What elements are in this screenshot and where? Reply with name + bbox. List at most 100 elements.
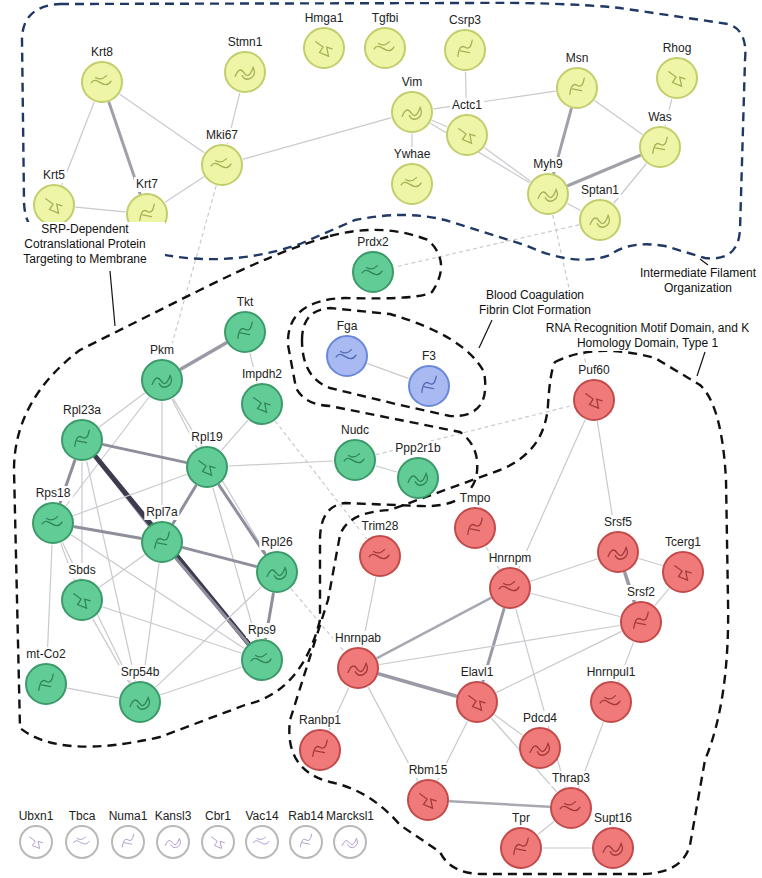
protein-label: Impdh2 bbox=[240, 367, 284, 382]
protein-node: Stmn1 bbox=[215, 35, 275, 93]
cluster-region: SRP-Dependent Cotranslational Protein Ta… bbox=[0, 220, 490, 765]
structure-squiggle bbox=[530, 743, 549, 755]
structure-squiggle bbox=[73, 837, 89, 844]
protein-node: Marcksl1 bbox=[320, 809, 380, 859]
interaction-edge bbox=[495, 715, 522, 735]
structure-icon bbox=[575, 381, 613, 419]
structure-icon bbox=[243, 641, 281, 679]
protein-label: Trim28 bbox=[360, 519, 401, 534]
structure-icon bbox=[410, 367, 448, 405]
protein-circle bbox=[573, 379, 615, 421]
structure-icon bbox=[63, 421, 101, 459]
protein-circle bbox=[224, 51, 266, 93]
structure-icon bbox=[529, 175, 567, 213]
protein-node: Rps9 bbox=[232, 623, 292, 681]
protein-node: Srsf5 bbox=[588, 515, 648, 573]
protein-label: Rhog bbox=[661, 41, 694, 56]
protein-label: Srsf5 bbox=[602, 515, 634, 530]
protein-node: Actc1 bbox=[437, 98, 497, 156]
protein-label: Cbr1 bbox=[203, 809, 233, 824]
protein-circle bbox=[81, 61, 123, 103]
structure-squiggle bbox=[251, 654, 271, 663]
protein-label: Vim bbox=[400, 75, 424, 90]
interaction-edge bbox=[450, 801, 549, 807]
protein-label: Pdcd4 bbox=[521, 711, 559, 726]
interaction-edge bbox=[96, 457, 248, 643]
protein-node: Msn bbox=[547, 51, 607, 109]
protein-label: Rbm15 bbox=[407, 763, 450, 778]
structure-icon bbox=[393, 93, 431, 131]
structure-icon bbox=[328, 337, 366, 375]
protein-circle bbox=[201, 825, 235, 859]
structure-icon bbox=[664, 553, 702, 591]
structure-squiggle bbox=[238, 322, 252, 338]
structure-squiggle bbox=[590, 215, 609, 227]
structure-squiggle bbox=[458, 40, 472, 56]
protein-label: Rpl23a bbox=[61, 403, 103, 418]
protein-node: Prdx2 bbox=[343, 235, 403, 293]
protein-label: Tgfbi bbox=[370, 11, 401, 26]
structure-squiggle bbox=[130, 697, 149, 709]
interaction-edge bbox=[568, 156, 639, 186]
interaction-edge bbox=[222, 421, 248, 451]
protein-circle bbox=[391, 163, 433, 205]
protein-node: Trim28 bbox=[350, 519, 410, 577]
protein-node: Csrp3 bbox=[435, 13, 495, 71]
structure-squiggle bbox=[538, 189, 557, 201]
protein-node: Rpl7a bbox=[132, 505, 192, 563]
protein-circle bbox=[65, 825, 99, 859]
structure-icon bbox=[243, 385, 281, 423]
interaction-edge bbox=[161, 402, 162, 520]
structure-icon bbox=[335, 827, 365, 857]
interaction-edge bbox=[379, 674, 456, 696]
protein-node: Hnrnpab bbox=[328, 631, 388, 689]
protein-node: Puf60 bbox=[564, 363, 624, 421]
structure-icon bbox=[354, 253, 392, 291]
protein-label: Supt16 bbox=[592, 811, 634, 826]
protein-circle bbox=[359, 535, 401, 577]
cluster-region: RNA Recognition Motif Domain, and K Homo… bbox=[260, 300, 760, 878]
structure-icon bbox=[226, 313, 264, 351]
protein-circle bbox=[334, 439, 376, 481]
leader-line bbox=[697, 352, 705, 376]
structure-icon bbox=[83, 63, 121, 101]
protein-label: Actc1 bbox=[450, 98, 484, 113]
structure-icon bbox=[336, 441, 374, 479]
dashed-outline bbox=[302, 308, 485, 416]
structure-squiggle bbox=[46, 199, 62, 213]
structure-squiggle bbox=[401, 178, 421, 187]
structure-squiggle bbox=[468, 518, 482, 534]
protein-node: Hnrnpm bbox=[480, 551, 540, 609]
interaction-edge bbox=[568, 204, 581, 210]
structure-icon bbox=[552, 789, 590, 827]
structure-squiggle bbox=[344, 454, 364, 463]
protein-node: Krt5 bbox=[24, 168, 84, 226]
protein-label: Elavl1 bbox=[459, 665, 496, 680]
structure-icon bbox=[521, 729, 559, 767]
protein-label: Numa1 bbox=[107, 809, 150, 824]
protein-node: Impdh2 bbox=[232, 367, 292, 425]
interaction-edge bbox=[104, 445, 186, 463]
protein-circle bbox=[299, 729, 341, 771]
protein-node: Tkt bbox=[215, 295, 275, 353]
interaction-edge bbox=[368, 364, 409, 379]
protein-circle bbox=[19, 825, 53, 859]
interaction-edge bbox=[81, 462, 82, 578]
protein-label: Srp54b bbox=[119, 665, 162, 680]
protein-circle bbox=[456, 681, 498, 723]
interaction-edge bbox=[538, 822, 554, 835]
protein-node: Cbr1 bbox=[188, 809, 248, 859]
protein-circle bbox=[446, 114, 488, 156]
protein-node: Tmpo bbox=[445, 491, 505, 549]
structure-squiggle bbox=[408, 473, 427, 485]
structure-icon bbox=[456, 509, 494, 547]
structure-icon bbox=[361, 537, 399, 575]
interaction-edge bbox=[100, 393, 145, 427]
protein-label: Myh9 bbox=[531, 157, 564, 172]
protein-node: Rpl19 bbox=[177, 430, 237, 488]
protein-node: Hnrnpul1 bbox=[581, 665, 641, 723]
cluster-region: Blood Coagulation Fibrin Clot FormationF… bbox=[290, 285, 610, 425]
protein-node: Krt8 bbox=[72, 45, 132, 103]
protein-label: Tkt bbox=[235, 295, 256, 310]
interaction-edge bbox=[229, 461, 333, 466]
